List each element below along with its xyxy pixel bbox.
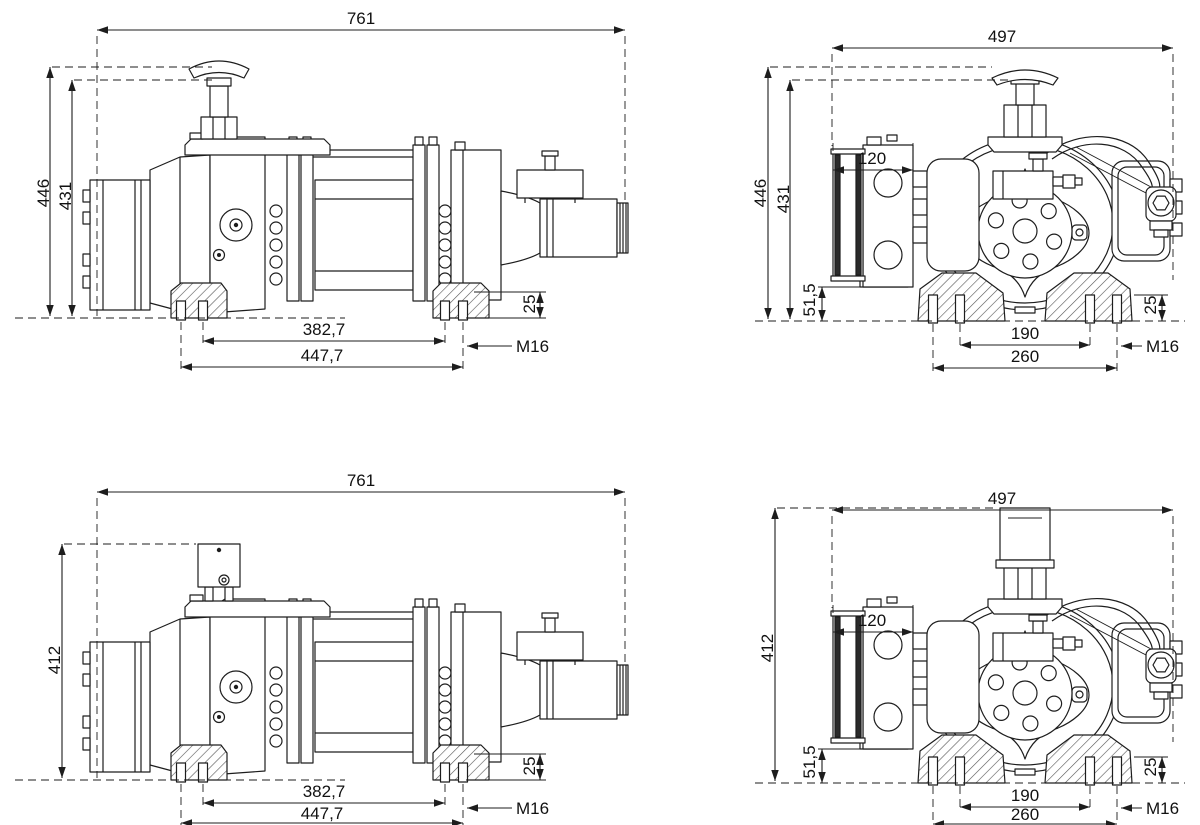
dimensions: 761 412 382,7 447,7 25 M16 — [15, 471, 626, 825]
dim-motor-width: 120 — [858, 611, 886, 630]
dim-bolt-spacing-outer: 260 — [1011, 805, 1039, 824]
dim-bolt-spacing-inner: 190 — [1011, 786, 1039, 805]
dim-base-clearance: 51,5 — [800, 745, 819, 778]
view-side-manual-clutch: 761 446 431 382,7 447,7 25 M16 — [15, 9, 629, 372]
dim-bolt-spacing-outer: 260 — [1011, 347, 1039, 366]
view-side-actuator-clutch: 761 412 382,7 447,7 25 M16 — [15, 471, 629, 825]
dim-overall-height: 446 — [34, 179, 53, 207]
dim-motor-width: 120 — [858, 149, 886, 168]
view-end-actuator-clutch: 497 412 120 51,5 25 190 260 M16 — [755, 489, 1185, 825]
thread-size-label: M16 — [516, 799, 549, 818]
dim-overall-width: 497 — [988, 489, 1016, 508]
dim-overall-height: 412 — [45, 646, 64, 674]
dimensions: 497 446 431 120 51,5 25 190 — [751, 27, 1185, 373]
dim-overall-width: 761 — [347, 471, 375, 490]
dim-bolt-spacing-inner: 382,7 — [303, 320, 346, 339]
dim-height-to-clutch: 431 — [56, 182, 75, 210]
dim-bolt-spacing-inner: 382,7 — [303, 782, 346, 801]
dim-foot-stud-height: 25 — [1141, 758, 1160, 777]
dim-overall-width: 761 — [347, 9, 375, 28]
dim-bolt-spacing-outer: 447,7 — [301, 346, 344, 365]
thread-size-label: M16 — [1146, 799, 1179, 818]
dim-height-to-clutch: 431 — [774, 185, 793, 213]
dim-bolt-spacing-outer: 447,7 — [301, 804, 344, 823]
dimensions: 761 446 431 382,7 447,7 25 M16 — [15, 9, 626, 372]
dim-foot-stud-height: 25 — [1141, 296, 1160, 315]
dim-foot-stud-height: 25 — [520, 295, 539, 314]
dim-overall-height: 412 — [758, 634, 777, 662]
dim-base-clearance: 51,5 — [800, 283, 819, 316]
thread-size-label: M16 — [1146, 337, 1179, 356]
view-end-manual-clutch: 497 446 431 120 51,5 25 190 — [751, 27, 1185, 373]
dim-overall-width: 497 — [988, 27, 1016, 46]
dim-foot-stud-height: 25 — [520, 757, 539, 776]
dim-bolt-spacing-inner: 190 — [1011, 324, 1039, 343]
thread-size-label: M16 — [516, 337, 549, 356]
dim-overall-height: 446 — [751, 179, 770, 207]
dimensions: 497 412 120 51,5 25 190 260 M16 — [755, 489, 1185, 825]
